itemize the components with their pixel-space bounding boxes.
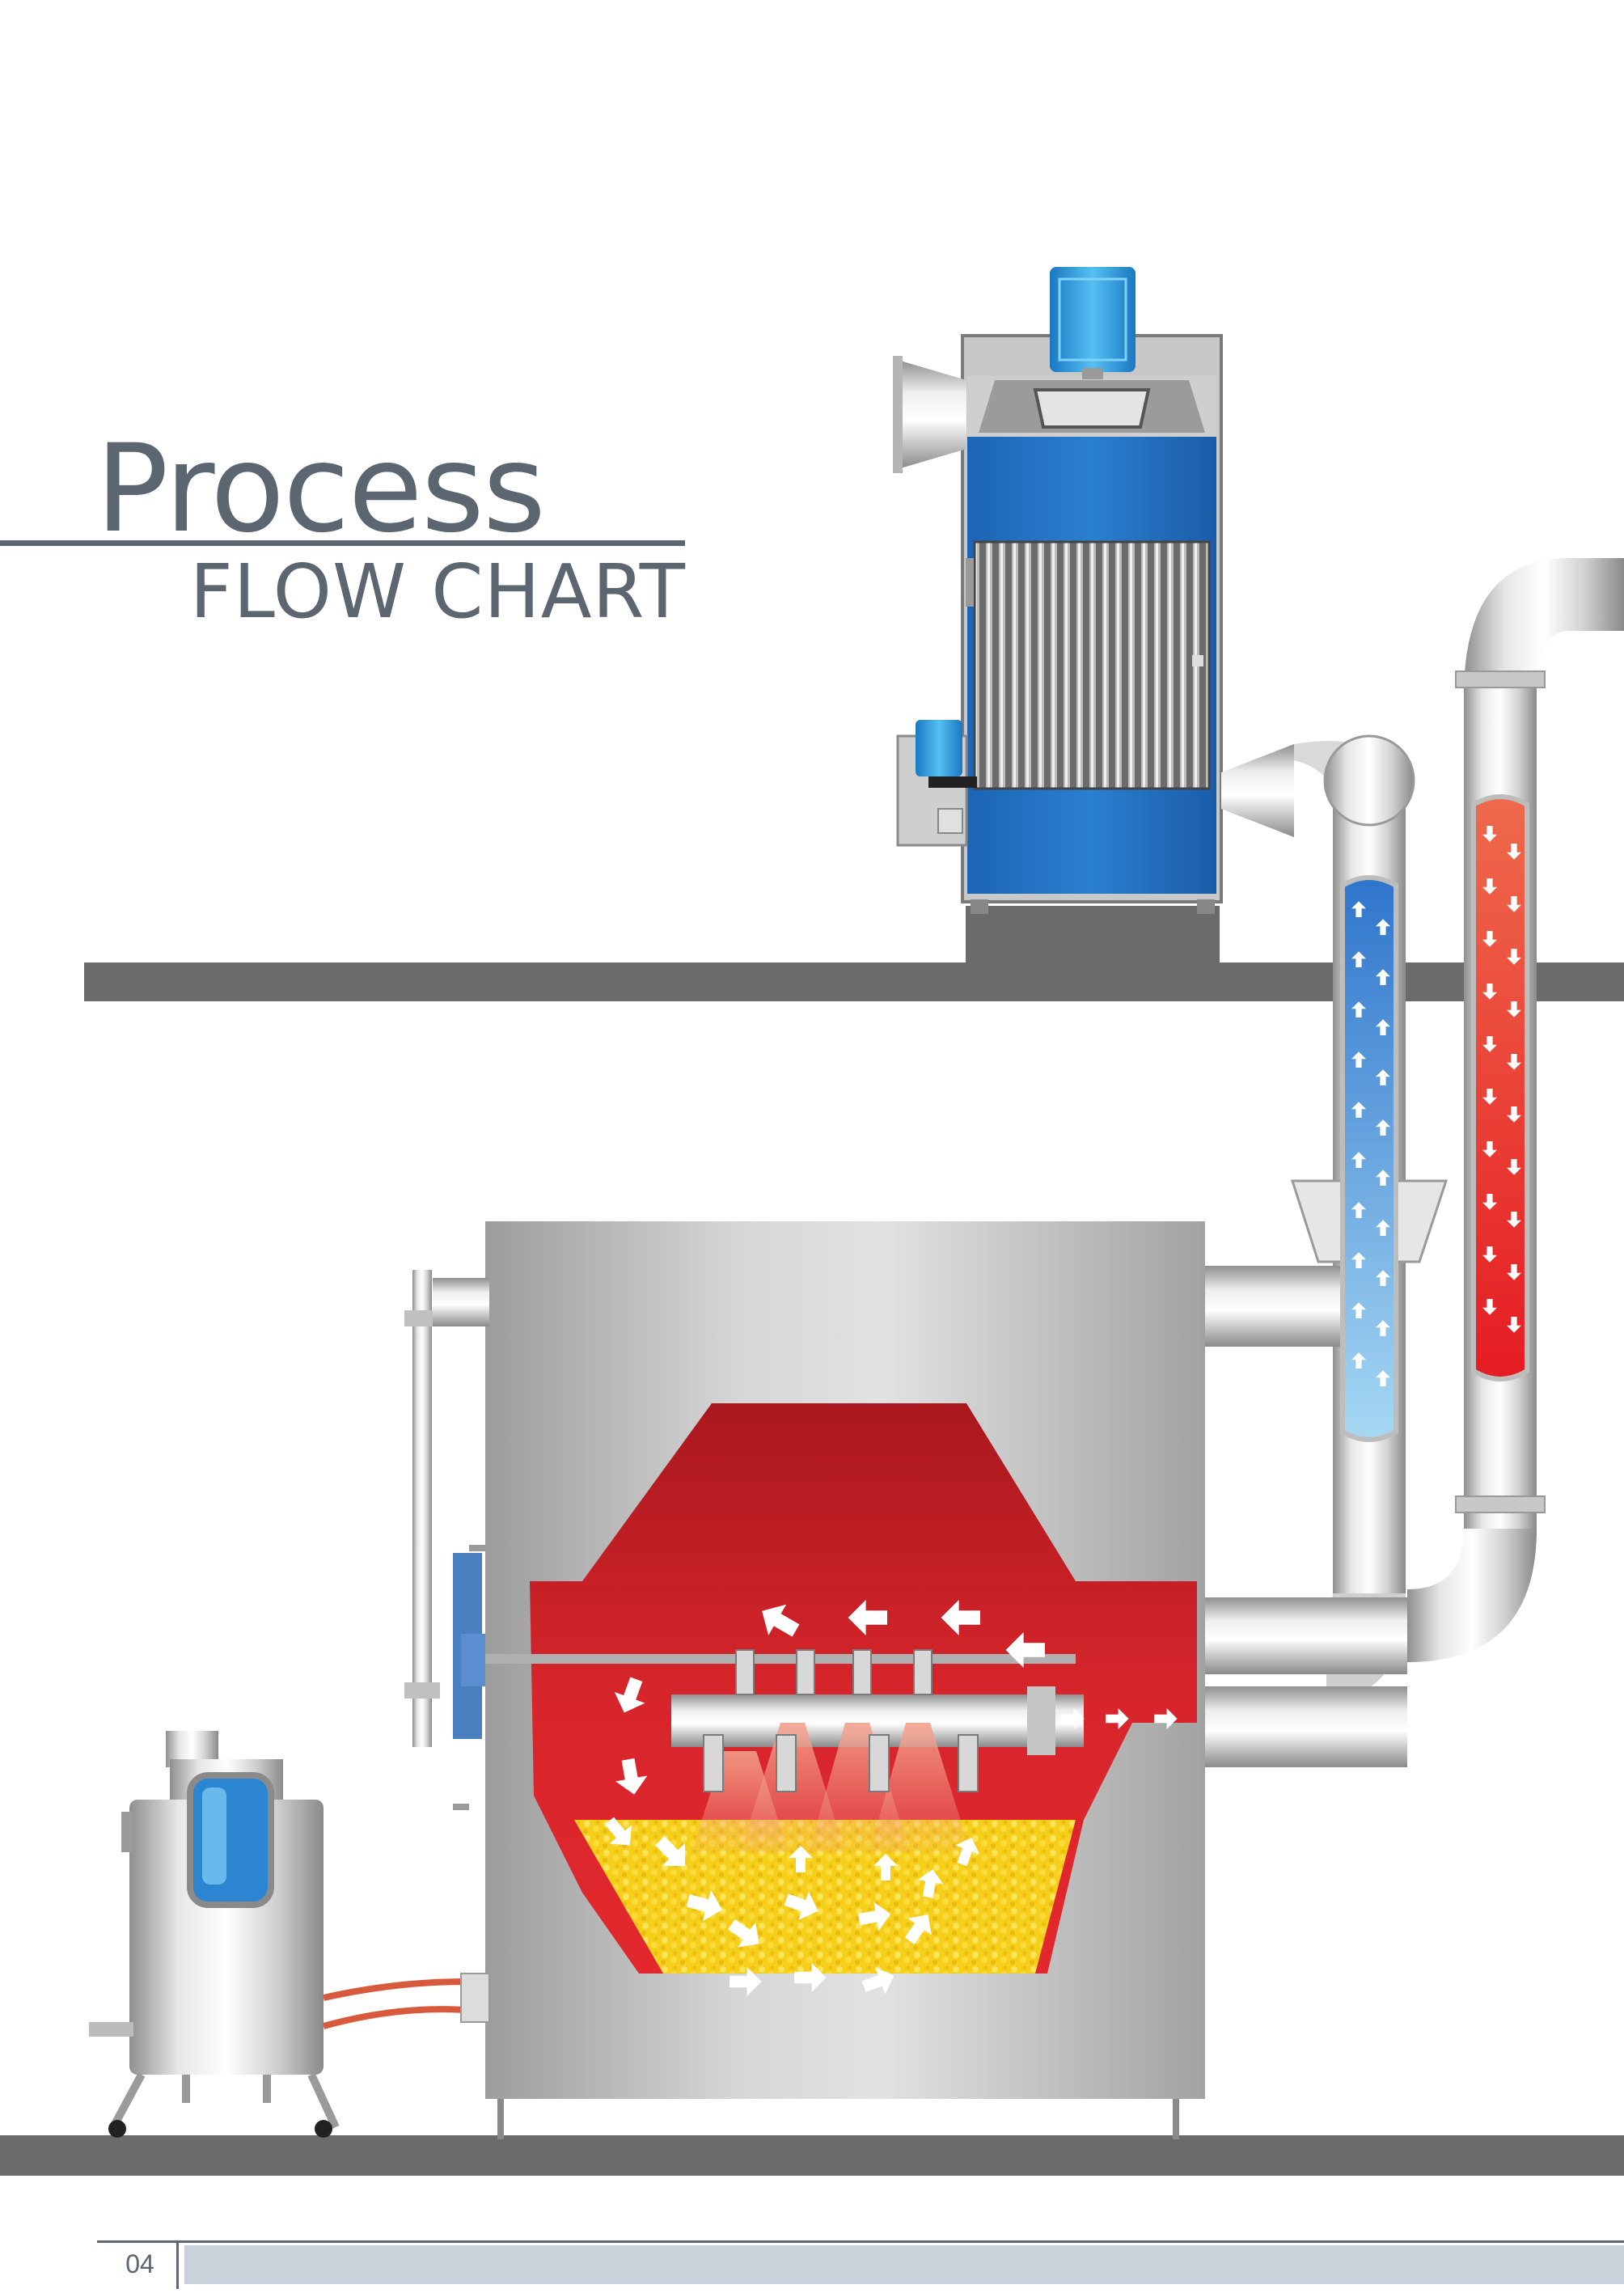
title-divider (0, 540, 685, 546)
airflow-arrow-icon (1061, 1708, 1085, 1729)
airflow-arrow-icon (730, 1967, 762, 1996)
airflow-arrow-icon (1005, 1632, 1045, 1668)
hot-air-arrows (1482, 825, 1522, 1333)
arrow-down-icon (1506, 843, 1522, 860)
cold-air-arrows (1351, 901, 1391, 1387)
arrow-down-icon (1482, 1140, 1498, 1157)
arrow-up-icon (1351, 1102, 1367, 1119)
airflow-arrow-icon (686, 1889, 723, 1922)
arrow-up-icon (1351, 951, 1367, 968)
airflow-arrow-icon (873, 1854, 898, 1881)
arrow-up-icon (1375, 1370, 1391, 1387)
arrow-up-icon (1375, 969, 1391, 986)
arrow-down-icon (1506, 1106, 1522, 1123)
airflow-arrow-icon (762, 1604, 800, 1637)
arrow-up-icon (1351, 1352, 1367, 1369)
arrow-up-icon (1351, 1051, 1367, 1068)
footer (97, 2240, 1624, 2289)
hot-air-supply-window (1471, 794, 1529, 1381)
arrow-up-icon (1375, 1220, 1391, 1237)
page-subtitle: FLOW CHART (189, 548, 686, 635)
arrow-down-icon (1482, 878, 1498, 895)
caster-wheel-icon (108, 2120, 126, 2138)
arrow-down-icon (1482, 825, 1498, 842)
arrow-down-icon (1482, 1088, 1498, 1105)
airflow-arrow-icon (955, 1837, 980, 1867)
airflow-arrow-icon (604, 1817, 632, 1846)
airflow-arrow-icon (784, 1891, 818, 1921)
arrow-up-icon (1351, 1152, 1367, 1169)
arrow-down-icon (1482, 930, 1498, 947)
arrow-up-icon (1351, 901, 1367, 918)
arrow-up-icon (1375, 919, 1391, 936)
arrow-up-icon (1351, 1001, 1367, 1018)
arrow-up-icon (1375, 1069, 1391, 1086)
processing-vessel (404, 1221, 1205, 2139)
arrow-down-icon (1506, 1316, 1522, 1333)
airflow-arrows (604, 1600, 1178, 1996)
arrow-up-icon (1351, 1252, 1367, 1269)
airflow-arrow-icon (1106, 1708, 1129, 1729)
ground-floor (0, 2135, 1624, 2176)
solution-tank (89, 1731, 490, 2138)
arrow-down-icon (1506, 1001, 1522, 1017)
airflow-arrow-icon (728, 1919, 759, 1948)
arrow-down-icon (1482, 983, 1498, 1000)
airflow-arrow-icon (1154, 1708, 1178, 1729)
arrow-up-icon (1375, 1270, 1391, 1287)
arrow-down-icon (1506, 1211, 1522, 1228)
airflow-arrow-icon (917, 1869, 944, 1898)
airflow-arrow-icon (614, 1677, 645, 1713)
page-number: 04 (125, 2249, 154, 2278)
title-block: Process FLOW CHART (0, 421, 687, 639)
arrow-up-icon (1351, 1302, 1367, 1319)
airflow-arrow-icon (794, 1963, 827, 1992)
airflow-arrow-icon (789, 1846, 813, 1872)
airflow-arrow-icon (848, 1600, 887, 1635)
airflow-arrow-icon (861, 1966, 894, 1995)
arrow-up-icon (1375, 1119, 1391, 1136)
arrow-down-icon (1506, 1053, 1522, 1070)
exhaust-filter-unit (893, 267, 1294, 964)
arrow-down-icon (1482, 1246, 1498, 1263)
arrow-up-icon (1375, 1320, 1391, 1337)
arrow-down-icon (1506, 948, 1522, 965)
arrow-down-icon (1506, 1158, 1522, 1175)
arrow-down-icon (1482, 1035, 1498, 1052)
airflow-arrow-icon (904, 1914, 932, 1944)
arrow-up-icon (1375, 1019, 1391, 1036)
arrow-up-icon (1375, 1170, 1391, 1187)
airflow-arrow-icon (941, 1600, 980, 1635)
arrow-down-icon (1506, 1263, 1522, 1280)
arrow-up-icon (1351, 1202, 1367, 1219)
airflow-arrow-icon (858, 1902, 891, 1931)
arrow-down-icon (1482, 1193, 1498, 1210)
airflow-arrow-icon (615, 1758, 648, 1795)
arrow-down-icon (1506, 895, 1522, 912)
page-title: Process (95, 419, 546, 560)
airflow-arrow-icon (655, 1836, 685, 1866)
arrow-down-icon (1482, 1298, 1498, 1315)
cold-air-return-window (1340, 875, 1398, 1442)
